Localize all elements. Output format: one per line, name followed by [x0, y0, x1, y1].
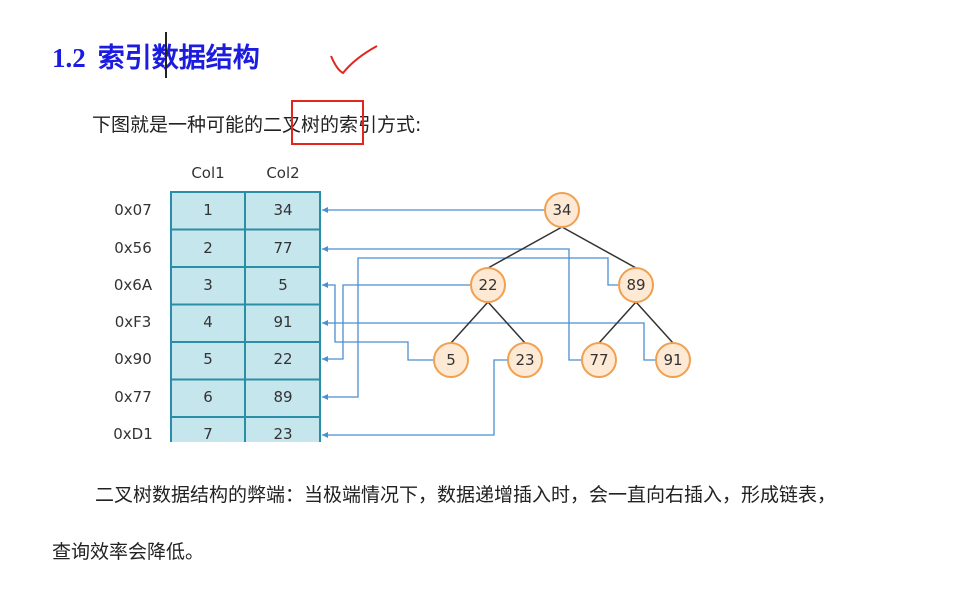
section-title: 索引数据结构: [97, 43, 260, 74]
binary-tree-index-diagram: Col1 Col2 0x07 1 34 0x56 2 77 0x6A 3 5 0xF3 4 91 0x90 5…: [113, 164, 691, 450]
cell-col2: 5: [278, 276, 288, 294]
table-cell: [244, 378, 321, 418]
tree-edge: [450, 301, 489, 344]
column-header: Col2: [266, 164, 299, 182]
row-address: 0xD1: [113, 425, 153, 443]
tree-node-label: 22: [478, 276, 497, 294]
cell-col1: 7: [203, 425, 213, 443]
arrowhead-icon: [322, 282, 328, 288]
tree-node: [581, 342, 617, 378]
tree-node-label: 5: [446, 351, 456, 369]
pointer-line: [322, 284, 433, 361]
pointer-line: [322, 359, 507, 436]
cell-col2: 22: [273, 350, 292, 368]
arrowhead-icon: [322, 394, 328, 400]
tree-node-label: 77: [589, 351, 608, 369]
section-heading: 1.2 索引数据结构: [52, 36, 260, 75]
table-cell: [244, 341, 321, 381]
cell-col2: 23: [273, 425, 292, 443]
cell-col1: 4: [203, 313, 213, 331]
tree-edge: [487, 301, 526, 344]
pointer-line: [322, 257, 618, 398]
row-address: 0x77: [114, 388, 152, 406]
section-number: 1.2: [52, 43, 86, 73]
tree-node: [618, 267, 654, 303]
tree-node-label: 91: [663, 351, 682, 369]
cell-col2: 77: [273, 239, 292, 257]
column-header: Col1: [191, 164, 224, 182]
row-address: 0x90: [114, 350, 152, 368]
tree-node: [507, 342, 543, 378]
arrowhead-icon: [322, 207, 328, 213]
pointer-line: [322, 248, 581, 361]
arrowhead-icon: [322, 432, 328, 438]
tree-node: [544, 192, 580, 228]
red-checkmark-annotation: [330, 45, 378, 75]
table-cell: [244, 266, 321, 306]
cell-col1: 1: [203, 201, 213, 219]
cell-col1: 5: [203, 350, 213, 368]
drawback-paragraph: 二叉树数据结构的弊端：当极端情况下，数据递增插入时，会一直向右插入，形成链表，: [95, 484, 837, 506]
arrowhead-icon: [322, 356, 328, 362]
cell-col2: 34: [273, 201, 292, 219]
row-address: 0x07: [114, 201, 152, 219]
text-cursor: [165, 32, 167, 78]
tree-node: [655, 342, 691, 378]
row-address: 0x6A: [114, 276, 153, 294]
cell-col1: 2: [203, 239, 213, 257]
table-cell: [244, 228, 321, 268]
row-address: 0xF3: [115, 313, 152, 331]
tree-edge: [561, 226, 637, 269]
tree-node-label: 23: [515, 351, 534, 369]
tree-node: [433, 342, 469, 378]
tree-node-label: 34: [552, 201, 571, 219]
pointer-line: [322, 284, 470, 360]
intro-text: 下图就是一种可能的二叉树的索引方式:: [92, 114, 422, 136]
table-cell: [244, 303, 321, 343]
tree-node-label: 89: [626, 276, 645, 294]
cell-col1: 6: [203, 388, 213, 406]
pointer-line: [322, 322, 655, 361]
drawback-paragraph-cont: 查询效率会降低。: [52, 541, 205, 563]
arrowhead-icon: [322, 246, 328, 252]
red-highlight-box-annotation: [291, 100, 364, 145]
row-address: 0x56: [114, 239, 152, 257]
tree-edge: [635, 301, 674, 344]
arrowhead-icon: [322, 320, 328, 326]
tree-edge: [598, 301, 637, 344]
cell-col2: 89: [273, 388, 292, 406]
table-cutoff: [160, 442, 330, 450]
tree-edge: [487, 226, 563, 269]
cell-col1: 3: [203, 276, 213, 294]
tree-node: [470, 267, 506, 303]
cell-col2: 91: [273, 313, 292, 331]
